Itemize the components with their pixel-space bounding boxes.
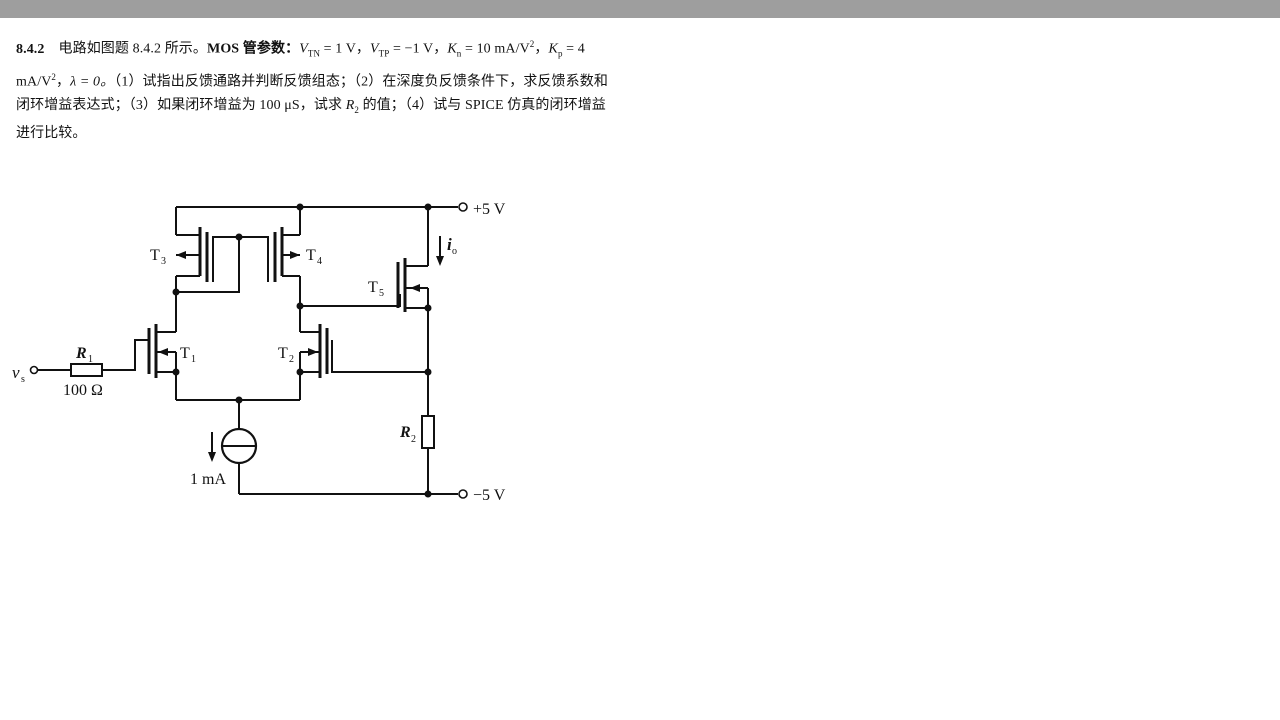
feedback-wire bbox=[331, 340, 428, 373]
problem-intro: 电路如图题 8.4.2 所示。 bbox=[58, 41, 207, 57]
questions-part1: （1）试指出反馈通路并判断反馈组态；（2）在深度负反馈条件下，求反馈系数和闭环增… bbox=[16, 74, 608, 114]
r2-label: R bbox=[399, 424, 411, 441]
kp-separator: ， bbox=[56, 74, 71, 90]
t4-subscript: 4 bbox=[317, 256, 322, 267]
t2-subscript: 2 bbox=[289, 354, 294, 365]
r1-subscript: 1 bbox=[88, 354, 93, 365]
t3-label: T bbox=[150, 247, 160, 264]
kn-separator: ， bbox=[534, 41, 549, 57]
problem-number: 8.4.2 bbox=[16, 41, 45, 57]
t5-drain-junction bbox=[424, 304, 432, 312]
mirror-gate-link bbox=[212, 236, 269, 282]
mirror-diode-wire bbox=[176, 237, 240, 293]
vtn-subscript: TN bbox=[307, 48, 321, 59]
r1-label: R bbox=[75, 345, 87, 362]
io-label: i bbox=[447, 235, 452, 254]
kp-subscript: p bbox=[557, 48, 563, 59]
r2-subscript: 2 bbox=[411, 434, 416, 445]
io-subscript: o bbox=[452, 246, 457, 257]
transistor-t1 bbox=[147, 292, 177, 400]
vs-label: v bbox=[12, 363, 20, 382]
questions-part2: 的值；（4）试与 SPICE 仿真的闭环增益进行比较。 bbox=[16, 98, 606, 142]
vtn-symbol: V bbox=[299, 41, 308, 57]
r2-symbol: R bbox=[345, 98, 355, 114]
output-to-t5-gate bbox=[300, 294, 401, 307]
vdd-label: +5 V bbox=[473, 201, 506, 218]
vtp-subscript: TP bbox=[378, 48, 390, 59]
t5-subscript: 5 bbox=[379, 288, 384, 299]
t5-label: T bbox=[368, 279, 378, 296]
vtp-symbol: V bbox=[370, 41, 379, 57]
resistor-r2 bbox=[421, 415, 435, 449]
vss-junction bbox=[424, 490, 432, 498]
transistor-t2 bbox=[299, 306, 329, 400]
t1-subscript: 1 bbox=[191, 354, 196, 365]
t1-label: T bbox=[180, 345, 190, 362]
circuit-diagram: +5 V T 3 T 4 bbox=[12, 201, 506, 504]
r1-value: 100 Ω bbox=[63, 382, 103, 399]
transistor-t4 bbox=[273, 207, 301, 306]
r1-to-t1-gate-wire bbox=[102, 339, 149, 371]
vss-terminal bbox=[458, 489, 468, 499]
transistor-t3 bbox=[175, 207, 209, 292]
kn-value: = 10 mA/V bbox=[461, 41, 530, 57]
t2-source-junction bbox=[296, 368, 304, 376]
lambda-value: λ = 0。 bbox=[70, 74, 115, 90]
kn-symbol: K bbox=[447, 41, 457, 57]
kn-exponent: 2 bbox=[529, 39, 535, 49]
t2-label: T bbox=[278, 345, 288, 362]
t4-label: T bbox=[306, 247, 316, 264]
vtn-value: = 1 V， bbox=[320, 41, 371, 57]
resistor-r1 bbox=[70, 363, 103, 377]
kn-subscript: n bbox=[456, 48, 462, 59]
transistor-t5 bbox=[396, 207, 429, 372]
t1-source-junction bbox=[172, 368, 180, 376]
current-arrow-head bbox=[208, 452, 216, 462]
vss-label: −5 V bbox=[473, 487, 506, 504]
r2-subscript: 2 bbox=[354, 104, 359, 115]
t3-subscript: 3 bbox=[161, 256, 166, 267]
kp-value: = 4 mA/V bbox=[16, 41, 585, 90]
vs-subscript: s bbox=[21, 374, 25, 385]
io-arrow-head bbox=[436, 256, 444, 266]
vtp-value: = −1 V， bbox=[389, 41, 448, 57]
top-bar bbox=[0, 0, 1280, 18]
current-source-value: 1 mA bbox=[190, 471, 226, 488]
kp-symbol: K bbox=[548, 41, 558, 57]
mos-params-label: MOS 管参数： bbox=[207, 41, 300, 57]
kp-exponent: 2 bbox=[51, 71, 57, 82]
vdd-terminal bbox=[458, 202, 468, 212]
vs-terminal bbox=[29, 365, 39, 375]
current-source bbox=[220, 427, 258, 494]
